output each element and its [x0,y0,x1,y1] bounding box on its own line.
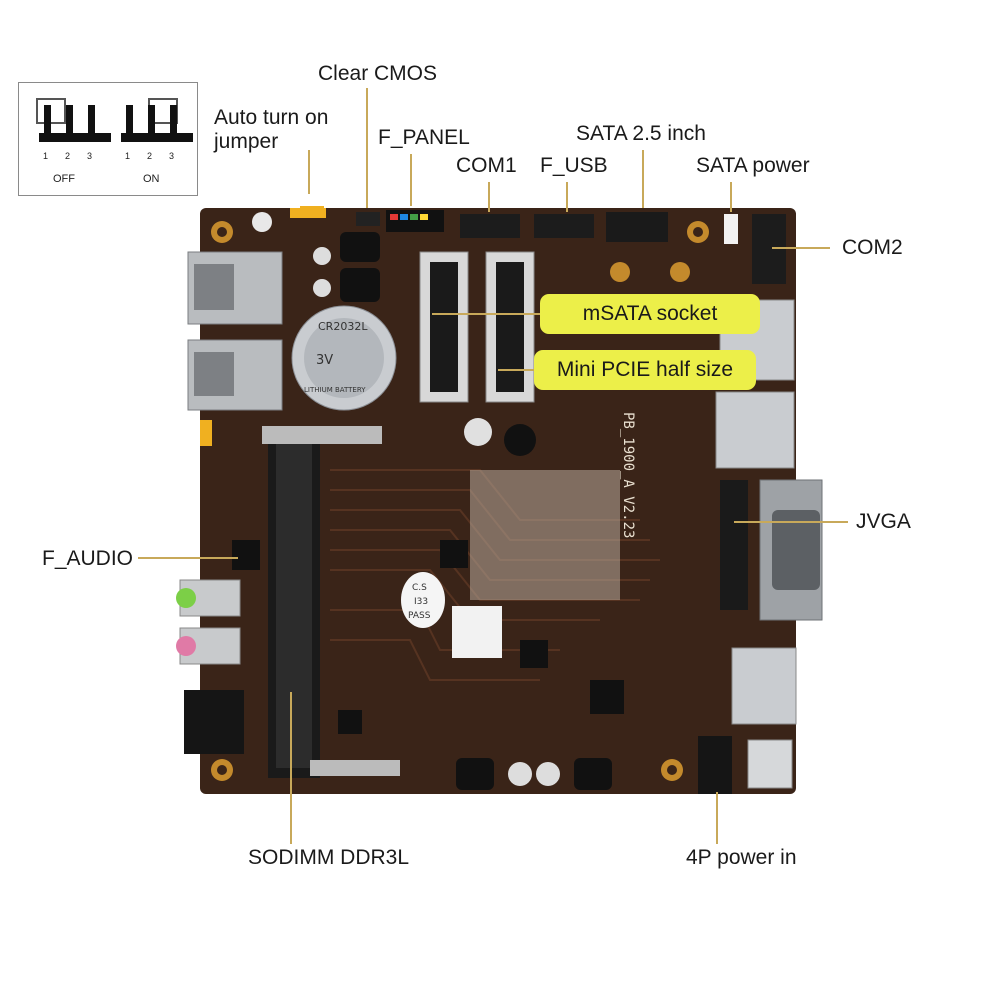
label-mini-pcie: Mini PCIE half size [534,350,756,390]
label-auto-turn-on-line-2: jumper [214,130,279,153]
label-f-panel: F_PANEL [378,126,470,149]
chip-field [470,470,620,600]
front-headers [356,210,786,284]
on-label: ON [143,173,160,185]
line-com2 [772,247,830,249]
label-sodimm: SODIMM DDR3L [248,846,410,869]
label-f-audio: F_AUDIO [42,547,134,570]
off-pin-2: 2 [65,151,71,161]
qc-line-1: C.S [412,583,427,593]
auto-turn-on-jumper [300,206,324,218]
label-auto-turn-on-line-1: Auto turn on [214,106,329,129]
audio-header [232,540,260,570]
line-f-usb [566,182,568,212]
label-sata-25: SATA 2.5 inch [576,122,706,145]
label-auto-turn-on: Auto turn on jumper [214,106,328,154]
line-f-panel [410,154,412,206]
rear-io [715,299,823,789]
usb-ports [187,251,283,411]
label-com1: COM1 [456,154,517,177]
battery-model: CR2032L [318,320,368,333]
on-pin-2: 2 [147,151,153,161]
label-4p-power: 4P power in [686,846,797,869]
line-f-audio [138,557,238,559]
off-pin-3: 3 [87,151,93,161]
cmos-battery: CR2032L 3V LITHIUM BATTERY [291,305,397,411]
power-connector [698,736,732,794]
off-label: OFF [53,173,75,185]
on-pin-1: 1 [125,151,131,161]
audio-jacks [176,579,244,754]
label-jvga: JVGA [856,510,911,533]
off-pin-1: 1 [43,151,49,161]
label-f-usb: F_USB [540,154,608,177]
qc-line-3: PASS [408,611,431,621]
audio-header-yellow [200,420,212,446]
jumper-setting-inset: 1 2 3 1 2 3 OFF ON [18,82,198,196]
on-pin-3: 3 [169,151,175,161]
battery-type: LITHIUM BATTERY [304,386,366,394]
line-msata [432,313,540,315]
label-com2: COM2 [842,236,903,259]
label-clear-cmos: Clear CMOS [318,62,438,85]
line-mini-pcie [498,369,536,371]
white-label [452,606,502,658]
qc-line-2: I33 [414,597,428,607]
sodimm-slot [262,426,400,778]
board-model-marking: PB_1900_A V2.23 [620,412,636,538]
line-clear-cmos [366,88,368,208]
line-4p-power [716,792,718,844]
mounting-holes [211,221,709,781]
label-sata-power: SATA power [696,154,810,177]
qc-sticker: C.S I33 PASS [401,572,445,628]
bottom-inductors [456,758,612,790]
label-msata-socket: mSATA socket [540,294,760,334]
jumper-diagram [36,98,193,142]
line-jvga [734,521,848,523]
line-auto-turn-on [308,150,310,194]
ics [338,540,624,734]
line-sodimm [290,692,292,844]
line-com1 [488,182,490,212]
battery-voltage: 3V [316,353,333,368]
line-sata-power [730,182,732,212]
line-sata-25 [642,150,644,208]
buzzer [504,424,536,456]
